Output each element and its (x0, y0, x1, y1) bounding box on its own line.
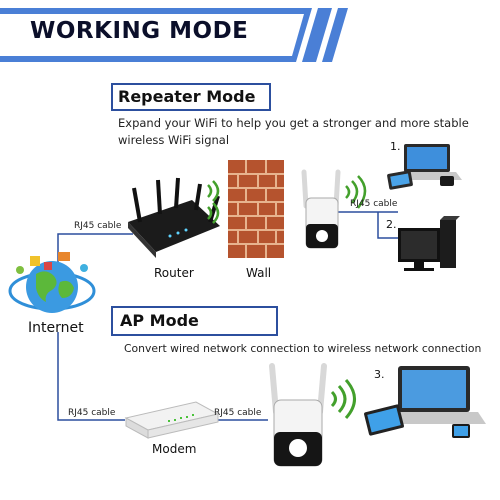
wifi-signal-icon (330, 379, 356, 419)
cable-label-modem-left: RJ45 cable (68, 408, 116, 418)
repeater-icon (269, 363, 327, 467)
cable-label-router: RJ45 cable (74, 221, 122, 231)
brick-wall-icon (228, 160, 284, 258)
globe-icon (8, 252, 96, 313)
repeater-description-line2: wireless WiFi signal (118, 133, 230, 147)
ap-mode-title: AP Mode (120, 311, 199, 330)
page-title: WORKING MODE (30, 18, 249, 44)
router-label: Router (154, 266, 194, 280)
repeater-description-line1: Expand your WiFi to help you get a stron… (118, 116, 469, 130)
laptop-icon (387, 144, 462, 190)
repeater-mode-box (111, 83, 271, 111)
desktop-icon (398, 216, 460, 271)
repeater-icon (301, 169, 341, 249)
modem-icon (124, 401, 220, 439)
cable-label-modem-right: RJ45 cable (214, 408, 262, 418)
wifi-signal-icon (345, 175, 367, 209)
connection-lines (57, 211, 398, 421)
device-number-3: 3. (374, 368, 385, 381)
wifi-signal-icon (207, 180, 220, 224)
repeater-mode-title: Repeater Mode (118, 87, 256, 106)
cable-label-repeater: RJ45 cable (350, 199, 398, 209)
laptop-icon (364, 366, 486, 438)
device-number-1: 1. (390, 140, 401, 153)
ap-description: Convert wired network connection to wire… (124, 342, 482, 355)
ap-mode-box (111, 306, 278, 336)
header-banner (0, 8, 348, 62)
wall-label: Wall (246, 266, 272, 280)
internet-label: Internet (28, 320, 84, 336)
device-number-2: 2. (386, 218, 397, 231)
modem-label: Modem (152, 442, 197, 456)
router-icon (128, 177, 220, 258)
